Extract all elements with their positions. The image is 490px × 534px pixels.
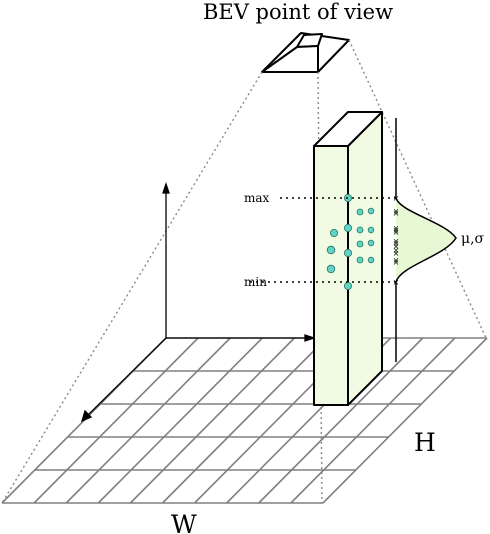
lidar-point: [356, 240, 364, 248]
sample-marker: ×: [393, 224, 400, 233]
lidar-point: [367, 226, 375, 234]
bev-camera-icon: [261, 32, 350, 73]
sample-marker: ×: [393, 239, 400, 248]
pillar-side-face: [347, 111, 383, 406]
range-lines: [250, 197, 396, 283]
sample-marker: ×: [393, 278, 400, 287]
sample-marker: ×: [393, 226, 400, 235]
coordinate-axes: [80, 181, 317, 423]
lidar-point: [343, 281, 352, 290]
lidar-point: [356, 226, 364, 234]
lidar-point: [326, 245, 336, 255]
sample-marker: ×: [393, 249, 400, 258]
ground-grid: [1, 337, 488, 504]
gaussian-stats-label: μ,σ: [461, 231, 485, 247]
sample-marker: ×: [393, 258, 400, 267]
sample-marker: ×: [393, 194, 400, 203]
grid-col-line: [33, 337, 199, 504]
grid-col-line: [322, 337, 488, 504]
sample-marker: ×: [393, 242, 400, 251]
max-label: max: [244, 191, 270, 205]
lidar-point: [326, 264, 336, 274]
lidar-point: [367, 207, 375, 215]
height-dimension-label: H: [414, 428, 436, 457]
lidar-point: [343, 223, 352, 232]
pillar: [313, 111, 383, 406]
sample-marker: ×: [393, 237, 400, 246]
lidar-point: [367, 239, 375, 247]
pillar-front-face: [313, 145, 349, 406]
pillar-top-face: [313, 111, 383, 147]
width-dimension-label: W: [171, 510, 197, 534]
lidar-point: [367, 256, 375, 264]
grid-col-line: [97, 337, 263, 504]
lidar-point: [329, 228, 338, 237]
grid-col-line: [161, 337, 328, 504]
sample-marker: ×: [393, 256, 400, 265]
sample-marker: ×: [393, 207, 400, 216]
lidar-point: [356, 208, 364, 216]
gaussian-curve: [395, 118, 457, 362]
sample-marker: ×: [393, 246, 400, 255]
height-samples: ××××××××××××××: [393, 194, 400, 287]
diagram-title: BEV point of view: [203, 0, 393, 24]
lidar-point: [343, 248, 352, 257]
min-label: min: [244, 275, 267, 289]
grid-col-line: [258, 337, 424, 504]
lidar-point: [356, 256, 364, 264]
grid-col-line: [65, 337, 231, 504]
grid-col-line: [129, 337, 295, 504]
sample-marker: ×: [393, 209, 400, 218]
sample-marker: ×: [393, 228, 400, 237]
grid-col-line: [290, 337, 456, 504]
